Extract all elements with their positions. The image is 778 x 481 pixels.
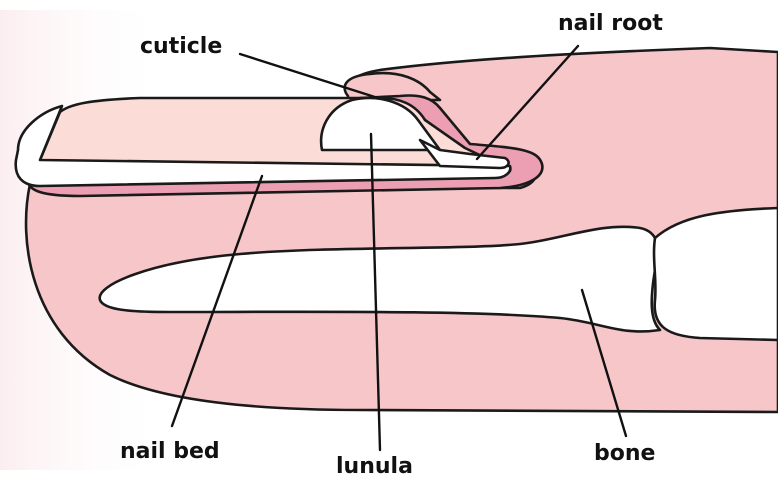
middle-phalanx-bone bbox=[654, 208, 778, 340]
label-bone: bone bbox=[594, 441, 655, 466]
label-nail-bed: nail bed bbox=[120, 439, 220, 464]
label-lunula: lunula bbox=[336, 454, 413, 479]
label-nail-root: nail root bbox=[558, 11, 663, 36]
label-cuticle: cuticle bbox=[140, 34, 222, 59]
